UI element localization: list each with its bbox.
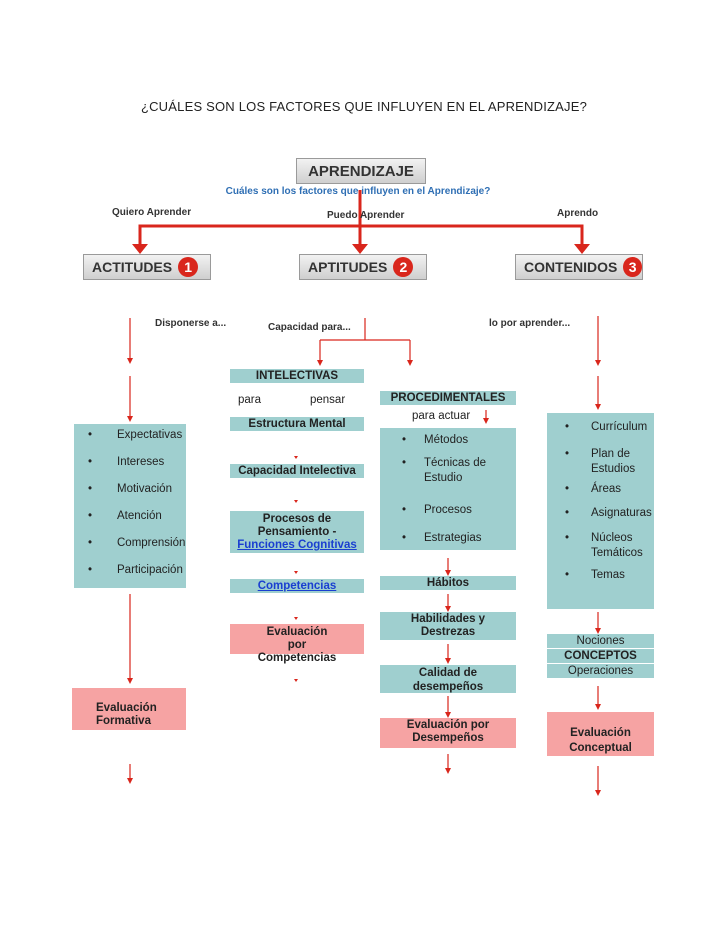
funciones-cognitivas-link[interactable]: Funciones Cognitivas <box>237 539 357 551</box>
capacidad-intelectiva: Capacidad Intelectiva <box>230 464 364 478</box>
branch-label-aprendo: Aprendo <box>557 208 599 219</box>
aprendizaje-question: Cuáles son los factores que influyen en … <box>225 186 491 197</box>
procedimentales-list-box: Métodos Técnicas de Estudio Procesos Est… <box>380 428 516 550</box>
aptitudes-sub: Capacidad para... <box>268 322 351 333</box>
procedimentales-sub: para actuar <box>412 410 471 422</box>
intelectivas-sub-left: para <box>238 394 262 406</box>
list-item: Núcleos Temáticos <box>547 531 651 569</box>
nociones: Nociones <box>547 634 654 648</box>
intelectivas-header: INTELECTIVAS <box>230 369 364 383</box>
category-contenidos: CONTENIDOS 3 <box>515 254 643 280</box>
habitos: Hábitos <box>380 576 516 590</box>
competencias-box: Competencias <box>230 579 364 593</box>
actitudes-list: Expectativas Intereses Motivación Atenci… <box>74 429 186 591</box>
list-item: Atención <box>74 510 186 537</box>
category-contenidos-label: CONTENIDOS <box>524 259 618 275</box>
category-aptitudes: APTITUDES 2 <box>299 254 427 280</box>
contenidos-list: Currículum Plan de Estudios Áreas Asigna… <box>547 421 654 585</box>
category-aptitudes-label: APTITUDES <box>308 259 388 275</box>
category-actitudes: ACTITUDES 1 <box>83 254 211 280</box>
category-actitudes-number: 1 <box>178 257 199 277</box>
evaluacion-formativa: Evaluación Formativa <box>72 688 186 730</box>
estructura-mental: Estructura Mental <box>230 417 364 431</box>
evaluacion-competencias: Evaluación por Competencias <box>230 624 364 664</box>
habilidades-destrezas: Habilidades y Destrezas <box>380 612 516 640</box>
branch-label-quiero: Quiero Aprender <box>112 207 192 218</box>
list-item: Plan de Estudios <box>547 447 651 483</box>
list-item: Temas <box>547 569 651 585</box>
list-item: Técnicas de Estudio <box>380 456 504 504</box>
actitudes-list-box: Expectativas Intereses Motivación Atenci… <box>74 424 186 588</box>
competencias-link[interactable]: Competencias <box>257 580 337 592</box>
procesos-pensamiento: Procesos de Pensamiento - Funciones Cogn… <box>230 511 364 553</box>
operaciones: Operaciones <box>547 664 654 678</box>
actitudes-sub: Disponerse a... <box>155 318 227 329</box>
procedimentales-list: Métodos Técnicas de Estudio Procesos Est… <box>380 434 516 548</box>
category-actitudes-label: ACTITUDES <box>92 259 173 275</box>
calidad-desempenos: Calidad de desempeños <box>380 665 516 693</box>
page-title: ¿CUÁLES SON LOS FACTORES QUE INFLUYEN EN… <box>140 99 588 114</box>
contenidos-list-box: Currículum Plan de Estudios Áreas Asigna… <box>547 413 654 609</box>
branch-label-puedo: Puedo Aprender <box>327 210 405 221</box>
evaluacion-conceptual: Evaluación Conceptual <box>547 712 654 756</box>
evaluacion-desempenos: Evaluación por Desempeños <box>380 718 516 748</box>
procedimentales-header: PROCEDIMENTALES <box>380 391 516 405</box>
list-item: Asignaturas <box>547 507 652 531</box>
list-item: Currículum <box>547 421 651 447</box>
category-contenidos-number: 3 <box>623 257 642 277</box>
list-item: Motivación <box>74 483 186 510</box>
list-item: Procesos <box>380 504 504 532</box>
conceptos-group: Nociones CONCEPTOS Operaciones <box>547 634 654 678</box>
list-item: Métodos <box>380 434 504 456</box>
contenidos-sub: lo por aprender... <box>489 318 571 329</box>
intelectivas-sub-right: pensar <box>310 394 346 406</box>
list-item: Estrategias <box>380 532 504 548</box>
list-item: Expectativas <box>74 429 186 456</box>
category-aptitudes-number: 2 <box>393 257 414 277</box>
conceptos: CONCEPTOS <box>547 649 654 663</box>
list-item: Áreas <box>547 483 651 507</box>
list-item: Participación <box>74 564 186 591</box>
list-item: Comprensión <box>74 537 186 564</box>
list-item: Intereses <box>74 456 186 483</box>
aprendizaje-box: APRENDIZAJE <box>296 158 426 184</box>
